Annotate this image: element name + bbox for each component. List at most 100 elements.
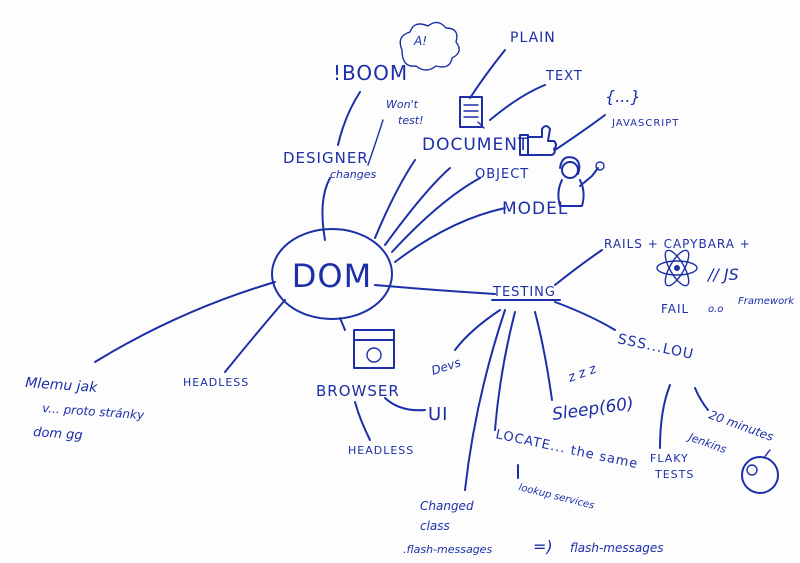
plain-label: PLAIN xyxy=(510,30,556,46)
ui-label: UI xyxy=(428,404,448,425)
atom-orbit-2 xyxy=(664,249,690,287)
tests-label: TESTS xyxy=(654,468,694,481)
model-arm xyxy=(579,167,599,187)
line-dom-model xyxy=(394,207,506,263)
line-dom-browser xyxy=(339,317,346,331)
line-testing-changed xyxy=(464,309,506,491)
sleep-label: Sleep(60) xyxy=(551,394,635,425)
line-dom-document-2 xyxy=(384,167,451,246)
js-framework-label-a: // JS xyxy=(706,265,739,284)
note-line-1: Mlemu jak xyxy=(25,375,99,396)
designer-branch: !BOOM A! Won't test! DESIGNER changes xyxy=(283,21,460,181)
zzz-label: z z z xyxy=(565,361,599,386)
testing-label: TESTING xyxy=(492,285,556,300)
line-testing-locate xyxy=(494,311,516,431)
line-browser-ui xyxy=(384,397,426,412)
bomb-icon xyxy=(741,449,779,494)
browser-window-globe xyxy=(366,347,382,363)
document-page-fold xyxy=(477,121,485,129)
line-testing-sleep xyxy=(534,311,553,401)
document-page-lines xyxy=(463,104,479,118)
flaky-label: FLAKY xyxy=(650,452,689,465)
model-head xyxy=(561,161,579,179)
line-dom-object xyxy=(391,177,481,253)
locate-label: LOCATE... the same xyxy=(494,427,639,472)
model-label: MODEL xyxy=(502,199,568,219)
braces-label: {...} xyxy=(605,87,641,106)
line-dom-headless xyxy=(224,299,286,373)
dom-center-label: DOM xyxy=(292,257,372,295)
thumbs-up-hand xyxy=(527,125,557,156)
wont-test-line-1: Won't xyxy=(386,98,419,111)
browser-branch: HEADLESS BROWSER UI HEADLESS xyxy=(183,329,448,457)
atom-nucleus xyxy=(674,265,680,271)
document-page-icon xyxy=(459,96,485,129)
atom-icon xyxy=(656,249,698,287)
line-testing-devs xyxy=(454,309,501,351)
line-dom-document-1 xyxy=(374,159,416,239)
line-designer-wonttest xyxy=(367,119,384,166)
bomb-fuse xyxy=(763,449,771,459)
atom-orbit-3 xyxy=(664,249,690,287)
rails-label: RAILS + CAPYBARA + xyxy=(604,237,751,251)
flash-messages-new: flash-messages xyxy=(570,541,663,555)
javascript-label: JAVASCRIPT xyxy=(611,118,679,129)
wont-test-line-2: test! xyxy=(398,114,424,127)
document-label: DOCUMENT xyxy=(422,135,529,155)
thumbs-up-icon xyxy=(519,125,557,156)
line-object-js xyxy=(554,114,606,151)
dom-center-node: DOM xyxy=(271,228,393,320)
object-label: OBJECT xyxy=(475,167,529,182)
connector-lines xyxy=(94,49,709,491)
text-label: TEXT xyxy=(545,69,583,84)
browser-window-frame xyxy=(353,329,395,369)
twenty-minutes-label: 20 minutes xyxy=(707,408,775,444)
browser-window-icon xyxy=(353,329,395,369)
line-sss-20min xyxy=(694,387,709,411)
changed-class-line-2: class xyxy=(420,519,450,533)
line-dom-note xyxy=(94,281,276,363)
line-document-text xyxy=(489,84,546,121)
sss-lou-label: SSS...LOU xyxy=(616,331,695,363)
dom-center-ellipse xyxy=(271,228,393,320)
arrow-label: =) xyxy=(533,537,553,556)
testing-branch: RAILS + CAPYBARA + // JS Framework FAIL … xyxy=(403,237,795,556)
fail-label: FAIL xyxy=(661,302,689,316)
headless-bottom-label: HEADLESS xyxy=(348,444,414,457)
changed-class-line-1: Changed xyxy=(420,499,474,513)
line-browser-headless xyxy=(354,401,371,441)
designer-label: DESIGNER xyxy=(283,149,369,167)
lookup-label: lookup services xyxy=(517,482,595,511)
note-line-3: dom gg xyxy=(33,425,83,443)
fail-face-label: o.o xyxy=(708,304,723,315)
jenkins-label: Jenkins xyxy=(685,430,728,456)
line-testing-rails xyxy=(554,249,603,286)
bomb-body xyxy=(741,456,779,494)
model-hand xyxy=(595,161,605,171)
document-page-outline xyxy=(459,96,483,128)
headless-left-label: HEADLESS xyxy=(183,376,249,389)
line-testing-sss xyxy=(554,301,616,331)
line-designer-boom xyxy=(337,91,361,146)
line-sss-flaky xyxy=(659,384,671,449)
bomb-core xyxy=(746,464,758,476)
line-document-plain xyxy=(469,49,506,99)
model-figure-icon xyxy=(557,156,605,207)
browser-label: BROWSER xyxy=(316,382,400,400)
model-body xyxy=(557,179,585,207)
line-dom-designer xyxy=(321,177,331,241)
line-dom-testing xyxy=(374,284,496,295)
model-hair xyxy=(559,156,581,175)
handwritten-note: Mlemu jak v... proto stránky dom gg xyxy=(25,375,146,443)
boom-cloud-icon xyxy=(399,21,460,71)
boom-label: !BOOM xyxy=(333,61,408,85)
document-branch: PLAIN TEXT {...} JAVASCRIPT DOCUMENT OBJ… xyxy=(422,30,679,219)
designer-sub-label: changes xyxy=(330,168,376,181)
note-line-2: v... proto stránky xyxy=(42,401,146,422)
boom-cloud-label: A! xyxy=(413,34,427,48)
js-framework-label-b: Framework xyxy=(738,296,795,307)
devs-label: Devs xyxy=(430,355,463,378)
atom-orbit-1 xyxy=(656,260,698,276)
